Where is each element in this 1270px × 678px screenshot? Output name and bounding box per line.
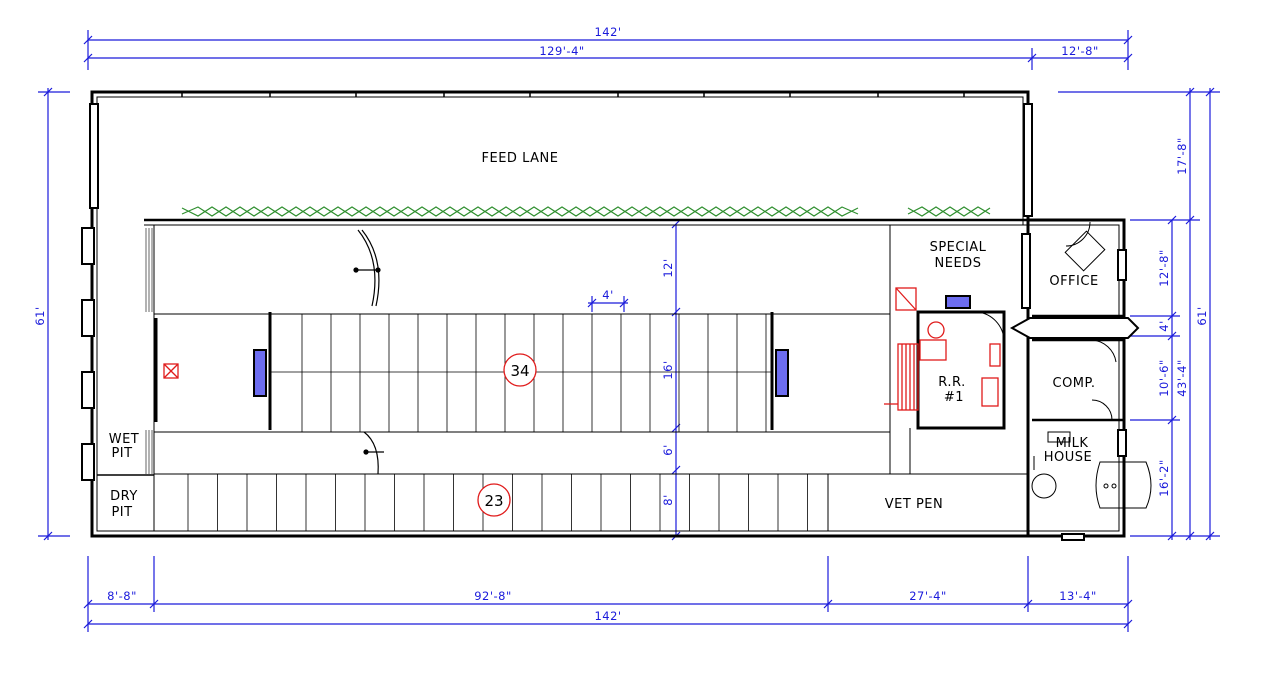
- shower-icon: [981, 377, 999, 407]
- dim-interior-stalls: 16': [661, 360, 675, 379]
- dim-top-left: 129'-4": [539, 44, 584, 58]
- toilet-icon: [919, 339, 947, 361]
- stall-end-walls: [154, 312, 774, 430]
- label-milk-house-2: HOUSE: [1044, 450, 1093, 465]
- bulk-tank-icon: [1095, 461, 1152, 509]
- hallway-passage: [1009, 317, 1140, 339]
- dim-bottom-4: 13'-4": [1059, 589, 1097, 603]
- desk-icon: [897, 343, 919, 411]
- room-labels: FEED LANE SPECIAL NEEDS OFFICE COMP. MIL…: [109, 151, 1098, 520]
- dim-right-comp: 10'-6": [1157, 359, 1171, 397]
- sink-icon: [895, 287, 917, 311]
- gates: [353, 229, 384, 475]
- wall-posts: [181, 92, 965, 97]
- dim-right-feed: 17'-8": [1175, 137, 1189, 175]
- label-special-needs-2: NEEDS: [935, 256, 982, 271]
- fan-icon: [945, 295, 971, 309]
- dim-bottom-overall: 142': [594, 609, 621, 623]
- feed-bunk-hedge: [181, 206, 991, 217]
- room-fixtures: [1031, 230, 1152, 509]
- dim-left-overall: 61': [33, 306, 47, 325]
- dim-top-right: 12'-8": [1061, 44, 1099, 58]
- dim-right-overall: 61': [1195, 306, 1209, 325]
- label-dry-pit-1: DRY: [110, 489, 138, 504]
- label-milk-house-1: MILK: [1056, 436, 1089, 451]
- dim-interior-alley-bottom: 6': [661, 444, 675, 455]
- dim-bottom-3: 27'-4": [909, 589, 947, 603]
- walls: [90, 90, 1126, 538]
- stall-count-upper: 34: [510, 362, 529, 380]
- doors: [977, 221, 1117, 421]
- fan-icon: [775, 349, 789, 397]
- dim-bottom-1: 8'-8": [107, 589, 137, 603]
- office-desk-icon: [1064, 230, 1106, 272]
- hydrant-icon: [163, 363, 179, 379]
- wash-tank-icon: [1031, 473, 1057, 499]
- dim-top-overall: 142': [594, 25, 621, 39]
- label-office: OFFICE: [1049, 274, 1098, 289]
- exterior-doors: [81, 103, 1127, 541]
- ventilation-fans: [253, 295, 971, 397]
- label-feed-lane: FEED LANE: [482, 151, 559, 166]
- dim-interior-stalls-bottom: 8': [661, 494, 675, 505]
- label-comp: COMP.: [1053, 376, 1096, 391]
- pen-slats: [145, 228, 153, 474]
- dim-bottom-2: 92'-8": [474, 589, 512, 603]
- dim-right-hall: 4': [1157, 320, 1171, 331]
- label-wet-pit-2: PIT: [111, 446, 132, 461]
- dim-right-office: 12'-8": [1157, 249, 1171, 287]
- label-vet-pen: VET PEN: [885, 497, 943, 512]
- label-special-needs-1: SPECIAL: [930, 240, 987, 255]
- dimension-labels: 142' 129'-4" 12'-8" 8'-8" 92'-8" 27'-4" …: [33, 25, 1209, 623]
- dim-interior-alley-top: 12': [661, 258, 675, 277]
- dim-interior-width: 4': [602, 288, 613, 302]
- red-fixtures: [163, 287, 1001, 411]
- dim-right-milk: 16'-2": [1157, 459, 1171, 497]
- label-restroom-2: #1: [944, 390, 964, 405]
- dim-right-sub: 43'-4": [1175, 359, 1189, 397]
- label-wet-pit-1: WET: [109, 432, 140, 447]
- label-restroom-1: R.R.: [938, 375, 965, 390]
- fan-icon: [253, 349, 267, 397]
- label-dry-pit-2: PIT: [111, 505, 132, 520]
- stall-count-lower: 23: [484, 492, 503, 510]
- stall-dividers: [187, 314, 808, 531]
- stall-count-badges: 34 23: [477, 353, 537, 517]
- dimension-lines: [38, 30, 1220, 632]
